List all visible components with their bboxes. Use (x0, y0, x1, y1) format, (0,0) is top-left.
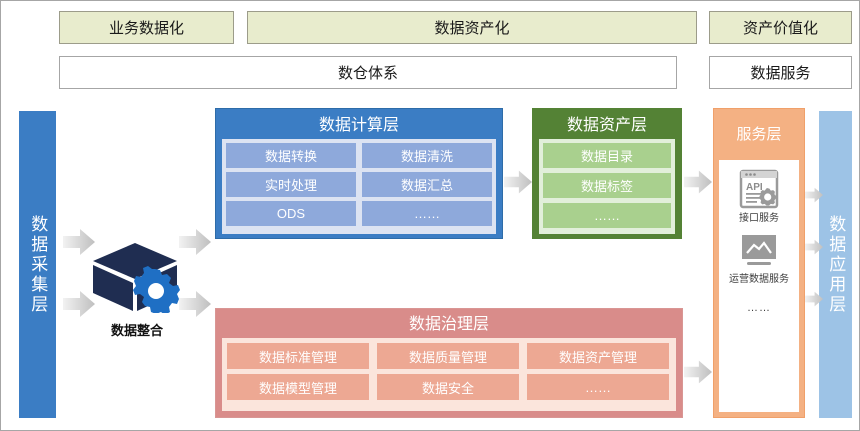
arrow-collect-to-integration-bottom (63, 291, 95, 317)
arrow-asset-to-service (684, 169, 712, 195)
box-label: 数据服务 (750, 65, 811, 82)
panel-service-layer: 服务层 API 接口服务 (713, 108, 805, 418)
cell-data-catalog[interactable]: 数据目录 (543, 143, 671, 168)
integration-label: 数据整合 (110, 323, 163, 338)
panel-title: 数据计算层 (318, 116, 399, 134)
panel-data-compute-layer: 数据计算层 数据转换 数据清洗 实时处理 数据汇总 ODS …… (215, 108, 503, 239)
cell-data-quality-mgmt[interactable]: 数据质量管理 (376, 343, 519, 369)
cell-data-transform[interactable]: 数据转换 (226, 143, 356, 168)
arrow-compute-to-asset (504, 169, 532, 195)
banner-label: 业务数据化 (108, 20, 184, 37)
cell-realtime-processing[interactable]: 实时处理 (226, 172, 356, 197)
cell-data-asset-mgmt[interactable]: 数据资产管理 (526, 343, 669, 369)
panel-body: 数据目录 数据标签 …… (539, 139, 675, 234)
service-layer-body: API 接口服务 运营数据服务 …… (719, 160, 799, 412)
data-integration-group: 数据整合 (89, 241, 185, 338)
panel-title: 数据治理层 (408, 316, 489, 333)
service-item-label: 接口服务 (739, 213, 779, 224)
cell-data-tags[interactable]: 数据标签 (543, 173, 671, 198)
service-more-label: …… (747, 302, 771, 314)
arrow-service-to-app-1 (805, 187, 823, 203)
cell-compute-more[interactable]: …… (362, 201, 492, 226)
arrow-integration-to-governance (179, 291, 211, 317)
arrow-integration-to-compute (179, 229, 211, 255)
monitor-chart-icon (742, 234, 776, 265)
panel-body: 数据转换 数据清洗 实时处理 数据汇总 ODS …… (222, 139, 496, 234)
panel-title: 数据资产层 (566, 116, 647, 134)
arrow-service-to-app-3 (805, 291, 823, 307)
box-data-service: 数据服务 (709, 56, 852, 89)
banner-asset-valorization: 资产价值化 (709, 11, 852, 44)
cell-ods[interactable]: ODS (226, 201, 356, 226)
cell-governance-more[interactable]: …… (526, 374, 669, 400)
banner-label: 数据资产化 (434, 20, 510, 37)
banner-label: 资产价值化 (742, 20, 818, 37)
api-window-icon: API (739, 169, 779, 209)
banner-business-datafication: 业务数据化 (59, 11, 234, 44)
cube-gear-icon (93, 243, 180, 315)
arrow-collect-to-integration-top (63, 229, 95, 255)
panel-data-governance-layer: 数据治理层 数据标准管理 数据质量管理 数据资产管理 数据模型管理 数据安全 …… (215, 308, 683, 418)
svg-text:API: API (746, 182, 763, 193)
service-item-label: 运营数据服务 (729, 273, 789, 285)
cell-data-model-mgmt[interactable]: 数据模型管理 (227, 374, 369, 400)
banner-data-assetization: 数据资产化 (247, 11, 697, 44)
box-label: 数仓体系 (337, 65, 398, 82)
cell-data-security[interactable]: 数据安全 (376, 374, 519, 400)
cell-data-aggregation[interactable]: 数据汇总 (362, 172, 492, 197)
sidebar-data-application-layer: 数据应用层 (819, 111, 852, 418)
cell-data-cleansing[interactable]: 数据清洗 (362, 143, 492, 168)
arrow-governance-to-service (684, 359, 712, 385)
sidebar-data-collection-layer: 数据采集层 (19, 111, 56, 418)
app-layer-label: 数据应用层 (826, 214, 846, 315)
panel-body: 数据标准管理 数据质量管理 数据资产管理 数据模型管理 数据安全 …… (222, 338, 676, 411)
cell-asset-more[interactable]: …… (543, 203, 671, 228)
arrow-service-to-app-2 (805, 239, 823, 255)
box-data-warehouse-system: 数仓体系 (59, 56, 677, 89)
cell-data-standard-mgmt[interactable]: 数据标准管理 (227, 343, 369, 369)
panel-title: 服务层 (736, 125, 782, 143)
collect-layer-label: 数据采集层 (28, 214, 48, 315)
panel-data-asset-layer: 数据资产层 数据目录 数据标签 …… (532, 108, 682, 239)
